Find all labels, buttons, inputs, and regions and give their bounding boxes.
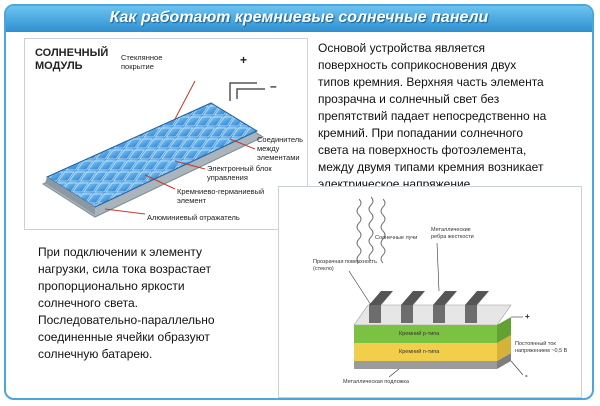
title-banner: Как работают кремниевые солнечные панели bbox=[6, 6, 592, 32]
cell-minus-sign: - bbox=[525, 371, 528, 380]
n-type-layer-side bbox=[497, 335, 511, 361]
metal-rib bbox=[401, 305, 413, 323]
paragraph-bottom-line: солнечную батарею. bbox=[38, 347, 153, 361]
metal-substrate bbox=[354, 361, 497, 369]
metal-rib bbox=[369, 291, 393, 305]
paragraph-bottom-line: соединенные ячейки образуют bbox=[38, 330, 210, 344]
label-glass: Стеклянное покрытие bbox=[121, 53, 163, 71]
n-type-layer bbox=[354, 343, 497, 361]
module-frame-side bbox=[45, 177, 95, 215]
paragraph-top: Основой устройства является поверхность … bbox=[318, 40, 546, 193]
output-wires bbox=[229, 82, 265, 101]
label-dc-voltage: Постоянный ток напряжением ~0,5 В bbox=[515, 341, 568, 354]
module-title-line1: СОЛНЕЧНЫЙ bbox=[35, 47, 109, 59]
paragraph-bottom-line: нагрузки, сила тока возрастает bbox=[38, 262, 212, 276]
paragraph-top-line: поверхность соприкосновения двух bbox=[318, 58, 517, 72]
metal-rib bbox=[465, 291, 489, 305]
metal-rib bbox=[433, 291, 457, 305]
paragraph-top-line: препятствий падает непосредственно на bbox=[318, 109, 547, 123]
lead-transparent bbox=[348, 270, 372, 306]
arrow-control bbox=[174, 160, 206, 170]
label-metal-ribs: Металлические ребра жесткости bbox=[431, 227, 474, 240]
label-control-unit: Электронный блок управления bbox=[207, 164, 272, 182]
module-title-line2: МОДУЛЬ bbox=[35, 60, 83, 72]
paragraph-top-line: прозрачна и солнечный свет без bbox=[318, 92, 500, 106]
label-metal-substrate: Металлическая подложка bbox=[343, 379, 409, 385]
paragraph-bottom-line: При подключении к элементу bbox=[38, 245, 202, 259]
label-sige-element: Кремниево-германиевый элемент bbox=[177, 187, 265, 205]
paragraph-bottom-line: солнечного света. bbox=[38, 296, 139, 310]
solar-module-illustration bbox=[41, 80, 265, 218]
paragraph-bottom-line: пропорционально яркости bbox=[38, 279, 185, 293]
arrow-glass bbox=[174, 80, 196, 120]
lead-minus bbox=[510, 360, 524, 376]
cell-plus-sign: + bbox=[525, 312, 530, 321]
solar-module-diagram: СОЛНЕЧНЫЙ МОДУЛЬ + bbox=[24, 38, 308, 230]
label-sun-rays: Солнечные лучи bbox=[375, 235, 418, 241]
sun-ray bbox=[368, 196, 374, 262]
paragraph-top-line: света на поверхность фотоэлемента, bbox=[318, 143, 527, 157]
label-reflector: Алюминиевый отражатель bbox=[147, 213, 240, 222]
arrow-connector bbox=[229, 138, 256, 150]
sun-ray bbox=[380, 198, 386, 264]
paragraph-top-line: между двумя типами кремния возникает bbox=[318, 160, 544, 174]
metal-substrate-side bbox=[497, 353, 511, 369]
metal-rib bbox=[401, 291, 425, 305]
paragraph-top-line: кремний. При попадании солнечного bbox=[318, 126, 524, 140]
module-title: СОЛНЕЧНЫЙ МОДУЛЬ bbox=[35, 47, 108, 73]
paragraph-top-line: типов кремния. Верхняя часть элемента bbox=[318, 75, 544, 89]
lead-substrate bbox=[388, 368, 400, 378]
paragraph-bottom-line: Последовательно-параллельно bbox=[38, 313, 215, 327]
label-p-type: Кремний p-типа bbox=[399, 331, 440, 337]
sun-ray bbox=[356, 198, 362, 264]
solar-cell-illustration bbox=[348, 196, 524, 378]
paragraph-bottom: При подключении к элементу нагрузки, сил… bbox=[38, 244, 215, 363]
banner-title: Как работают кремниевые солнечные панели bbox=[109, 9, 489, 26]
metal-rib bbox=[433, 305, 445, 323]
label-transparent-surface: Прозрачная поверхность (стекло) bbox=[313, 259, 377, 272]
p-type-layer bbox=[354, 325, 497, 343]
module-minus-sign: – bbox=[270, 79, 277, 93]
lead-ribs bbox=[436, 242, 440, 292]
solar-cell-diagram: Солнечные лучи Металлические ребра жестк… bbox=[278, 186, 582, 398]
arrow-sige bbox=[144, 174, 176, 190]
p-type-layer-side bbox=[497, 317, 511, 343]
paragraph-top-line: Основой устройства является bbox=[318, 41, 485, 55]
label-n-type: Кремний n-типа bbox=[399, 349, 440, 355]
infographic-frame: Как работают кремниевые солнечные панели… bbox=[4, 4, 594, 400]
metal-rib bbox=[465, 305, 477, 323]
metal-rib bbox=[369, 305, 381, 323]
arrow-reflector bbox=[104, 208, 146, 215]
module-plus-sign: + bbox=[240, 53, 248, 67]
label-connector: Соединитель между элементами bbox=[257, 135, 304, 162]
